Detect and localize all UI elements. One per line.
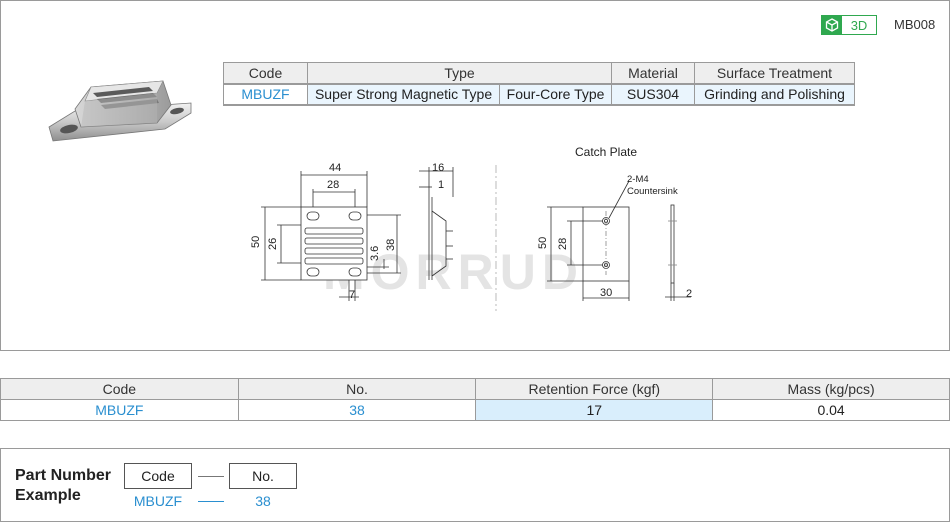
catch-dim-30: 30 xyxy=(600,287,612,299)
countersink-label: Countersink xyxy=(627,186,678,197)
catch-dim-50: 50 xyxy=(537,237,549,249)
part-number-title: Part Number Example xyxy=(15,466,111,506)
data-code-link[interactable]: MBUZF xyxy=(0,399,239,421)
product-panel: 3D MB008 xyxy=(0,0,950,351)
type-cell-2: Four-Core Type xyxy=(499,83,612,105)
product-photo xyxy=(45,69,195,154)
dim-3-6: 3.6 xyxy=(369,246,381,261)
data-force-cell: 17 xyxy=(475,399,714,421)
header-surface: Surface Treatment xyxy=(694,62,855,84)
code-box: Code xyxy=(124,463,192,489)
dim-44: 44 xyxy=(329,162,341,174)
dim-28: 28 xyxy=(327,179,339,191)
data-header-code: Code xyxy=(0,378,239,400)
dim-26: 26 xyxy=(267,238,279,250)
data-header-no: No. xyxy=(237,378,477,400)
data-no-link[interactable]: 38 xyxy=(237,399,477,421)
type-cell-1: Super Strong Magnetic Type xyxy=(306,83,501,105)
data-header-mass: Mass (kg/pcs) xyxy=(712,378,950,400)
header-code: Code xyxy=(223,62,308,84)
header-material: Material xyxy=(611,62,695,84)
surface-cell: Grinding and Polishing xyxy=(694,83,855,105)
technical-drawing: MORRUD xyxy=(241,141,711,321)
value-dash xyxy=(198,501,224,502)
data-mass-cell: 0.04 xyxy=(712,399,950,421)
dim-16: 16 xyxy=(432,162,444,174)
header-type: Type xyxy=(307,62,612,84)
no-value: 38 xyxy=(255,493,271,509)
code-value: MBUZF xyxy=(133,493,183,509)
model-number: MB008 xyxy=(894,17,936,32)
3d-label: 3D xyxy=(850,17,868,33)
no-box: No. xyxy=(229,463,297,489)
hole-callout: 2-M4 xyxy=(627,174,649,185)
part-number-title-line2: Example xyxy=(15,487,81,504)
catch-dim-28: 28 xyxy=(557,238,569,250)
part-number-panel: Part Number Example Code No. MBUZF 38 xyxy=(0,448,950,522)
spec-table: Code Type Material Surface Treatment MBU… xyxy=(223,62,855,106)
dim-38: 38 xyxy=(385,239,397,251)
data-table: Code No. Retention Force (kgf) Mass (kg/… xyxy=(0,378,950,421)
separator-dash xyxy=(198,476,224,477)
code-link[interactable]: MBUZF xyxy=(223,83,308,105)
catch-dim-2: 2 xyxy=(686,288,692,300)
part-number-title-line1: Part Number xyxy=(15,467,112,484)
material-cell: SUS304 xyxy=(611,83,695,105)
data-header-force: Retention Force (kgf) xyxy=(475,378,714,400)
cube-icon xyxy=(822,16,842,34)
3d-model-button[interactable]: 3D xyxy=(821,15,877,35)
dim-7: 7 xyxy=(349,289,355,301)
dim-1: 1 xyxy=(438,179,444,191)
catch-plate-title: Catch Plate xyxy=(575,145,637,159)
dim-50: 50 xyxy=(250,236,262,248)
